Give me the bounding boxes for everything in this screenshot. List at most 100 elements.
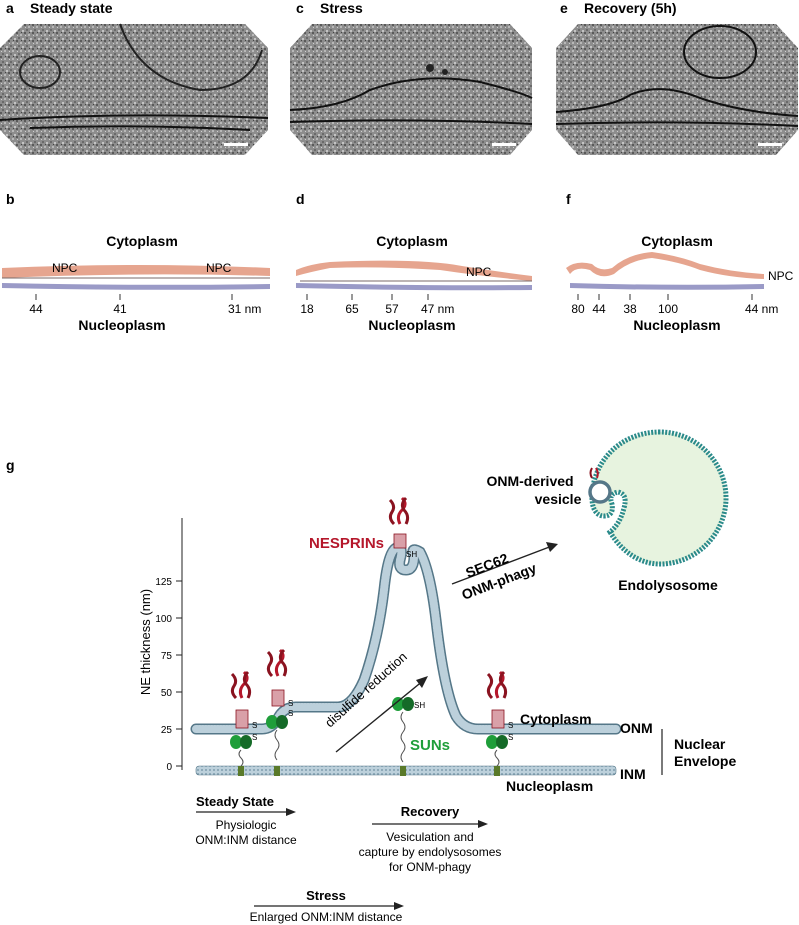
seg-f-measure-4: 100 (658, 302, 678, 316)
recovery-title: Recovery (401, 804, 460, 819)
seg-d-cytoplasm: Cytoplasm (376, 233, 448, 249)
onm-label: ONM (620, 720, 653, 736)
segmentation-f: f Cytoplasm NPC 80 44 38 100 44 nm Nucle… (566, 191, 794, 333)
suns-label: SUNs (410, 737, 450, 754)
scale-bar-a (224, 143, 248, 146)
seg-b-measure-3: 31 nm (228, 302, 261, 316)
schematic-nucleoplasm: Nucleoplasm (506, 778, 593, 794)
ne-label-2: Envelope (674, 753, 736, 769)
seg-f-measure-1: 80 (571, 302, 585, 316)
steady-desc-1: Physiologic (216, 818, 277, 832)
stress-desc: Enlarged ONM:INM distance (250, 910, 403, 924)
schematic-g: g 125 100 75 50 25 0 NE thickness (nm) C… (6, 429, 736, 924)
seg-d-npc: NPC (466, 265, 492, 279)
y-tick-0: 0 (166, 762, 172, 773)
panel-letter-a: a (6, 0, 14, 16)
seg-b-measure-2: 41 (113, 302, 127, 316)
ne-label-1: Nuclear (674, 736, 726, 752)
panel-letter-c: c (296, 0, 304, 16)
panel-c: c Stress (289, 0, 533, 155)
inm-trace-a (29, 125, 251, 131)
linc-complex-peak (388, 496, 410, 549)
mitochondrion-e (683, 25, 757, 79)
organelle-a (119, 23, 263, 92)
segmentation-d: d Cytoplasm NPC 18 65 57 47 nm Nucleopla… (296, 191, 532, 333)
s-bond-2a: S (288, 699, 293, 708)
seg-f-npc: NPC (768, 269, 794, 283)
panel-letter-d: d (296, 191, 305, 207)
sun-1a (230, 735, 242, 749)
tomogram-steady-state (0, 24, 268, 155)
recovery-desc-2: capture by endolysosomes (359, 845, 502, 859)
sun-1b (240, 735, 252, 749)
linc-complex-2 (266, 648, 288, 776)
s-bond-1b: S (252, 733, 257, 742)
onm-trace-a (0, 114, 269, 121)
seg-f-measure-2: 44 (592, 302, 606, 316)
linc-complex-4 (486, 670, 508, 776)
onm-phagy-arrow (451, 545, 553, 585)
panel-letter-b: b (6, 191, 15, 207)
endolysosome-label: Endolysosome (618, 577, 718, 593)
y-axis-label: NE thickness (nm) (138, 589, 153, 695)
seg-d-measure-4: 47 nm (421, 302, 454, 316)
seg-f-nucleoplasm: Nucleoplasm (633, 317, 720, 333)
seg-f-measure-5: 44 nm (745, 302, 778, 316)
panel-letter-f: f (566, 191, 571, 207)
sh-peak: SH (406, 550, 417, 559)
sun-4a (486, 735, 498, 749)
seg-b-measure-1: 44 (29, 302, 43, 316)
seg-d-inm (296, 283, 532, 291)
seg-b-npc-1: NPC (52, 261, 78, 275)
vesicle-label-1: ONM-derived (486, 473, 573, 489)
seg-f-inm (570, 283, 764, 290)
nesprins-label: NESPRINs (309, 535, 384, 552)
seg-b-nucleoplasm: Nucleoplasm (78, 317, 165, 333)
scale-bar-e (758, 143, 782, 146)
y-tick-125: 125 (155, 577, 172, 588)
stress-title: Stress (306, 888, 346, 903)
inm-trace-c (289, 119, 533, 125)
seg-b-cytoplasm: Cytoplasm (106, 233, 178, 249)
recovery-desc-3: for ONM-phagy (389, 860, 471, 874)
seg-f-cytoplasm: Cytoplasm (641, 233, 713, 249)
granule-c (426, 64, 434, 72)
steady-state-title: Steady State (196, 794, 274, 809)
segmentation-b: b Cytoplasm NPC NPC 44 41 31 nm Nucleopl… (2, 191, 270, 333)
panel-e-title: Recovery (5h) (584, 0, 677, 16)
seg-d-measure-3: 57 (385, 302, 399, 316)
panel-letter-e: e (560, 0, 568, 16)
vesicle-a (19, 55, 61, 89)
sun-4b (496, 735, 508, 749)
endolysosome (589, 429, 729, 567)
seg-f-onm (566, 252, 764, 279)
panel-a-title: Steady state (30, 0, 113, 16)
y-tick-75: 75 (161, 651, 173, 662)
onm-trace-c (289, 77, 533, 111)
seg-b-inm (2, 283, 270, 290)
steady-desc-2: ONM:INM distance (195, 833, 297, 847)
y-tick-100: 100 (155, 614, 172, 625)
panel-a: a Steady state (0, 0, 269, 155)
disulfide-arrow (335, 679, 425, 753)
scale-bar-c (492, 143, 516, 146)
y-tick-50: 50 (161, 688, 173, 699)
inm-trace-e (555, 121, 799, 127)
s-bond-1a: S (252, 721, 257, 730)
seg-f-measure-3: 38 (623, 302, 637, 316)
sun-2a (266, 715, 278, 729)
y-tick-25: 25 (161, 725, 173, 736)
tomogram-recovery (556, 24, 798, 155)
sun-3b (402, 697, 414, 711)
free-sun (392, 697, 414, 776)
granule-c2 (442, 69, 448, 75)
recovery-desc-1: Vesiculation and (386, 830, 473, 844)
seg-d-measure-1: 18 (300, 302, 314, 316)
panel-letter-g: g (6, 457, 15, 473)
seg-d-measure-2: 65 (345, 302, 359, 316)
seg-b-npc-2: NPC (206, 261, 232, 275)
vesicle-label-2: vesicle (535, 491, 582, 507)
s-bond-2b: S (288, 709, 293, 718)
onm-vesicle (588, 480, 612, 504)
